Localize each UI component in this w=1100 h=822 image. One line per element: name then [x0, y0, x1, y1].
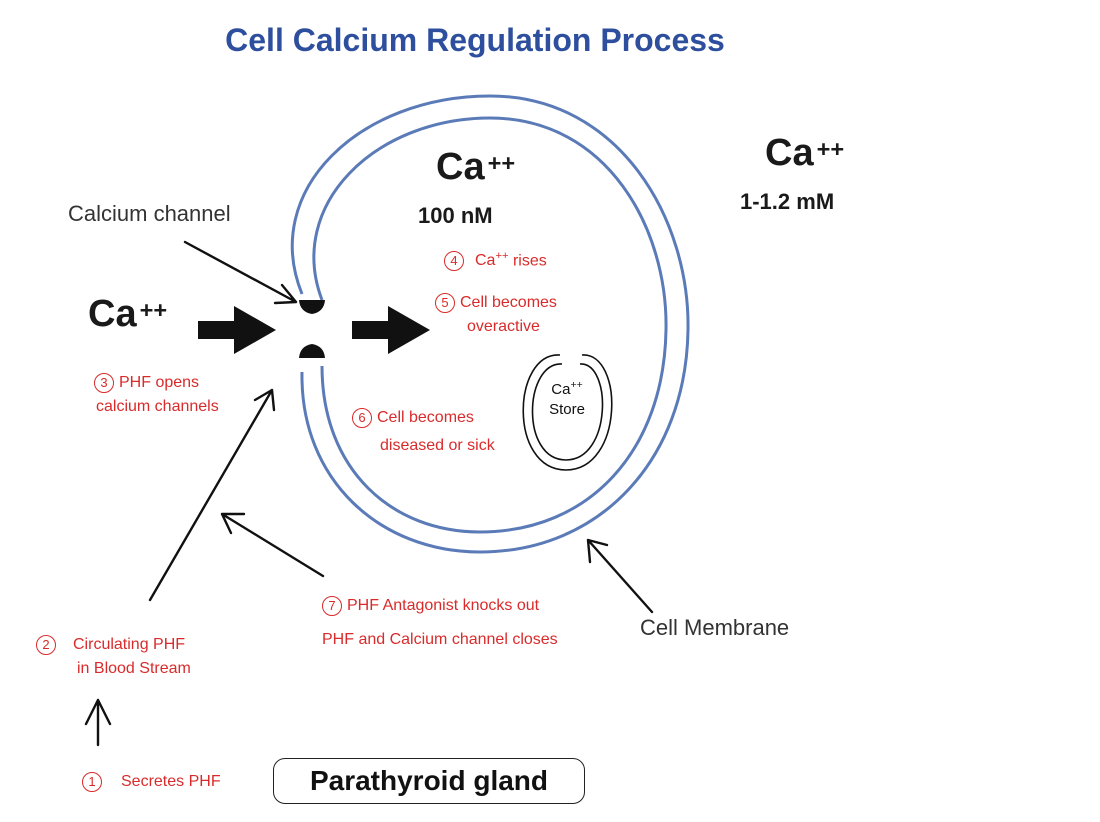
step-5-number: 5: [435, 292, 455, 313]
step-2-line1: Circulating PHF: [73, 636, 186, 653]
page-title: Cell Calcium Regulation Process: [225, 22, 725, 58]
cell-membrane-label: Cell Membrane: [640, 615, 790, 640]
step-4-number: 4: [444, 251, 464, 272]
step-7: 7 PHF Antagonist knocks out PHF and Calci…: [322, 594, 558, 652]
intracellular-ca-charge: ++: [487, 149, 516, 176]
step-2: 2 Circulating PHF in Blood Stream: [36, 633, 191, 681]
antagonist-arrow: [220, 512, 325, 578]
step-2-line2: in Blood Stream: [77, 660, 191, 677]
step-3-line1: PHF opens: [119, 374, 200, 391]
extracellular-ca-label-left: Ca++: [88, 293, 167, 336]
extracellular-ca-symbol-left: Ca: [88, 293, 137, 335]
step-6-line2: diseased or sick: [380, 437, 495, 454]
extracellular-ca-charge-left: ++: [139, 296, 168, 323]
step-4: 4 Ca++ rises: [444, 244, 547, 273]
step-4-prefix: Ca: [475, 252, 496, 270]
calcium-channel-pointer-arrow: [183, 240, 298, 305]
step-4-charge: ++: [495, 250, 509, 262]
step-3-number: 3: [94, 372, 114, 393]
calcium-channel-label: Calcium channel: [68, 201, 231, 226]
ca-store-line1: Ca++: [532, 375, 602, 400]
step-5-line1: Cell becomes: [460, 294, 557, 311]
step-1-number: 1: [82, 771, 102, 792]
cell-membrane-pointer-arrow: [586, 538, 654, 614]
step-7-line2: PHF and Calcium channel closes: [322, 631, 558, 648]
step-4-suffix: rises: [508, 252, 547, 270]
step-6-line1: Cell becomes: [377, 409, 474, 426]
ca-store-label: Ca++ Store: [532, 375, 602, 420]
ca-store-line2: Store: [549, 401, 585, 418]
extracellular-ca-label-right: Ca++: [765, 132, 844, 175]
step-6-number: 6: [352, 407, 372, 428]
channel-cap-bottom: [299, 344, 325, 358]
step-5: 5 Cell becomes overactive: [435, 291, 557, 339]
intracellular-ca-symbol: Ca: [436, 146, 485, 188]
step-6: 6 Cell becomes diseased or sick: [352, 406, 495, 458]
extracellular-ca-symbol-right: Ca: [765, 132, 814, 174]
step-1-text: Secretes PHF: [121, 773, 221, 790]
influx-arrow-inside: [352, 306, 430, 354]
parathyroid-gland-box: Parathyroid gland: [273, 758, 585, 804]
step-3-line2: calcium channels: [96, 398, 219, 415]
ca-store-charge: ++: [570, 379, 583, 391]
intracellular-ca-label: Ca++: [436, 146, 515, 189]
step-5-line2: overactive: [467, 318, 540, 335]
extracellular-ca-charge-right: ++: [816, 135, 845, 162]
cell-membrane-inner: [312, 116, 668, 534]
step-7-line1: PHF Antagonist knocks out: [347, 597, 540, 614]
extracellular-concentration: 1-1.2 mM: [740, 189, 835, 214]
step-7-number: 7: [322, 595, 342, 616]
secretion-arrow: [84, 698, 112, 747]
ca-store-symbol: Ca: [551, 381, 571, 398]
ca-store-outer: [522, 354, 613, 471]
channel-cap-top: [299, 300, 325, 314]
step-2-number: 2: [36, 634, 56, 655]
circulating-to-channel-arrow: [148, 388, 276, 602]
cell-membrane-outer: [290, 94, 690, 554]
ca-store-inner: [531, 363, 604, 461]
step-1: 1 Secretes PHF: [82, 770, 221, 794]
influx-arrow-outside: [198, 306, 276, 354]
intracellular-concentration: 100 nM: [418, 203, 493, 228]
step-3: 3 PHF opens calcium channels: [94, 371, 219, 419]
